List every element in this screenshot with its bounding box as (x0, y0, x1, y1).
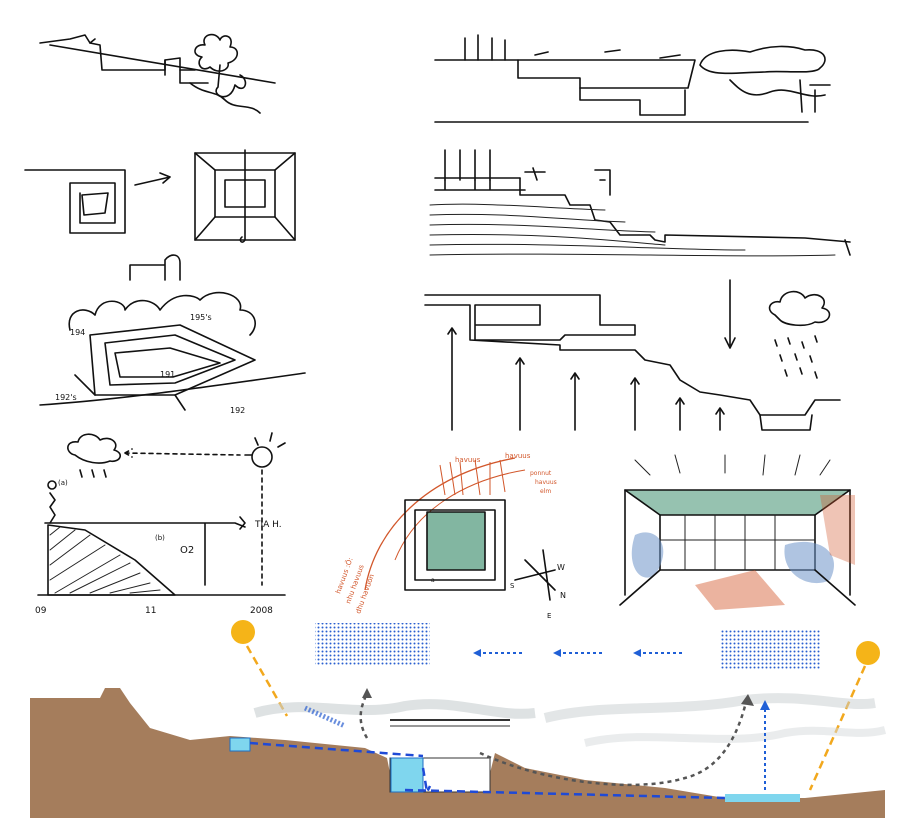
water-pool (725, 794, 800, 802)
earth-ground (30, 688, 885, 818)
plan-label-tr: 195's (190, 313, 212, 322)
red-note-right-3: elm (540, 488, 551, 495)
plan-label-bl: 192's (55, 393, 77, 402)
graph-point-a: (a) (58, 479, 68, 487)
long-section-sketch (430, 30, 850, 130)
section-graph-sketch: (a) (b) O2 TIA H. 09 11 2008 (30, 432, 305, 620)
red-note-right-2: havuus (535, 479, 557, 486)
red-note-top-1: havuus (455, 456, 481, 464)
plan-to-perspective-sketch (20, 145, 310, 245)
sun-right-icon (856, 641, 880, 665)
graph-region: O2 (180, 545, 194, 556)
plan-colored-sketch: W N E S a havuus havuus ponnut havuus el… (333, 440, 595, 620)
graph-point-b: (b) (155, 534, 165, 542)
compass-w: W (557, 563, 565, 572)
rain-cloud-right (720, 630, 820, 670)
compass-n: N (560, 591, 566, 600)
interior-perspective-sketch (615, 454, 860, 615)
red-note-top-2: havuus (505, 452, 531, 460)
stepped-terrain-sketch (425, 149, 855, 265)
plan-small-label: a (431, 577, 435, 584)
graph-x-right: 2008 (250, 606, 273, 616)
compass-s: S (510, 582, 515, 590)
plan-label-center: 191 (160, 370, 175, 379)
compass-e: E (547, 612, 551, 620)
rain-section-sketch (420, 270, 850, 435)
sun-left-icon (231, 620, 255, 644)
plan-label-tl: 194 (70, 328, 85, 337)
red-note-right-1: ponnut (530, 470, 552, 477)
graph-right-label: TIA H. (254, 520, 282, 530)
terrain-section-sketch (30, 25, 280, 120)
water-cycle-section-diagram (25, 618, 915, 838)
water-tank-small (229, 737, 251, 752)
water-tank-large (390, 757, 424, 793)
graph-x-mid: 11 (145, 606, 156, 616)
graph-x-left: 09 (35, 606, 47, 616)
site-plan-sketch: 194 195's 191 192's 192 (35, 254, 315, 420)
plan-label-br: 192 (230, 406, 245, 415)
rain-cloud-left (315, 623, 430, 665)
